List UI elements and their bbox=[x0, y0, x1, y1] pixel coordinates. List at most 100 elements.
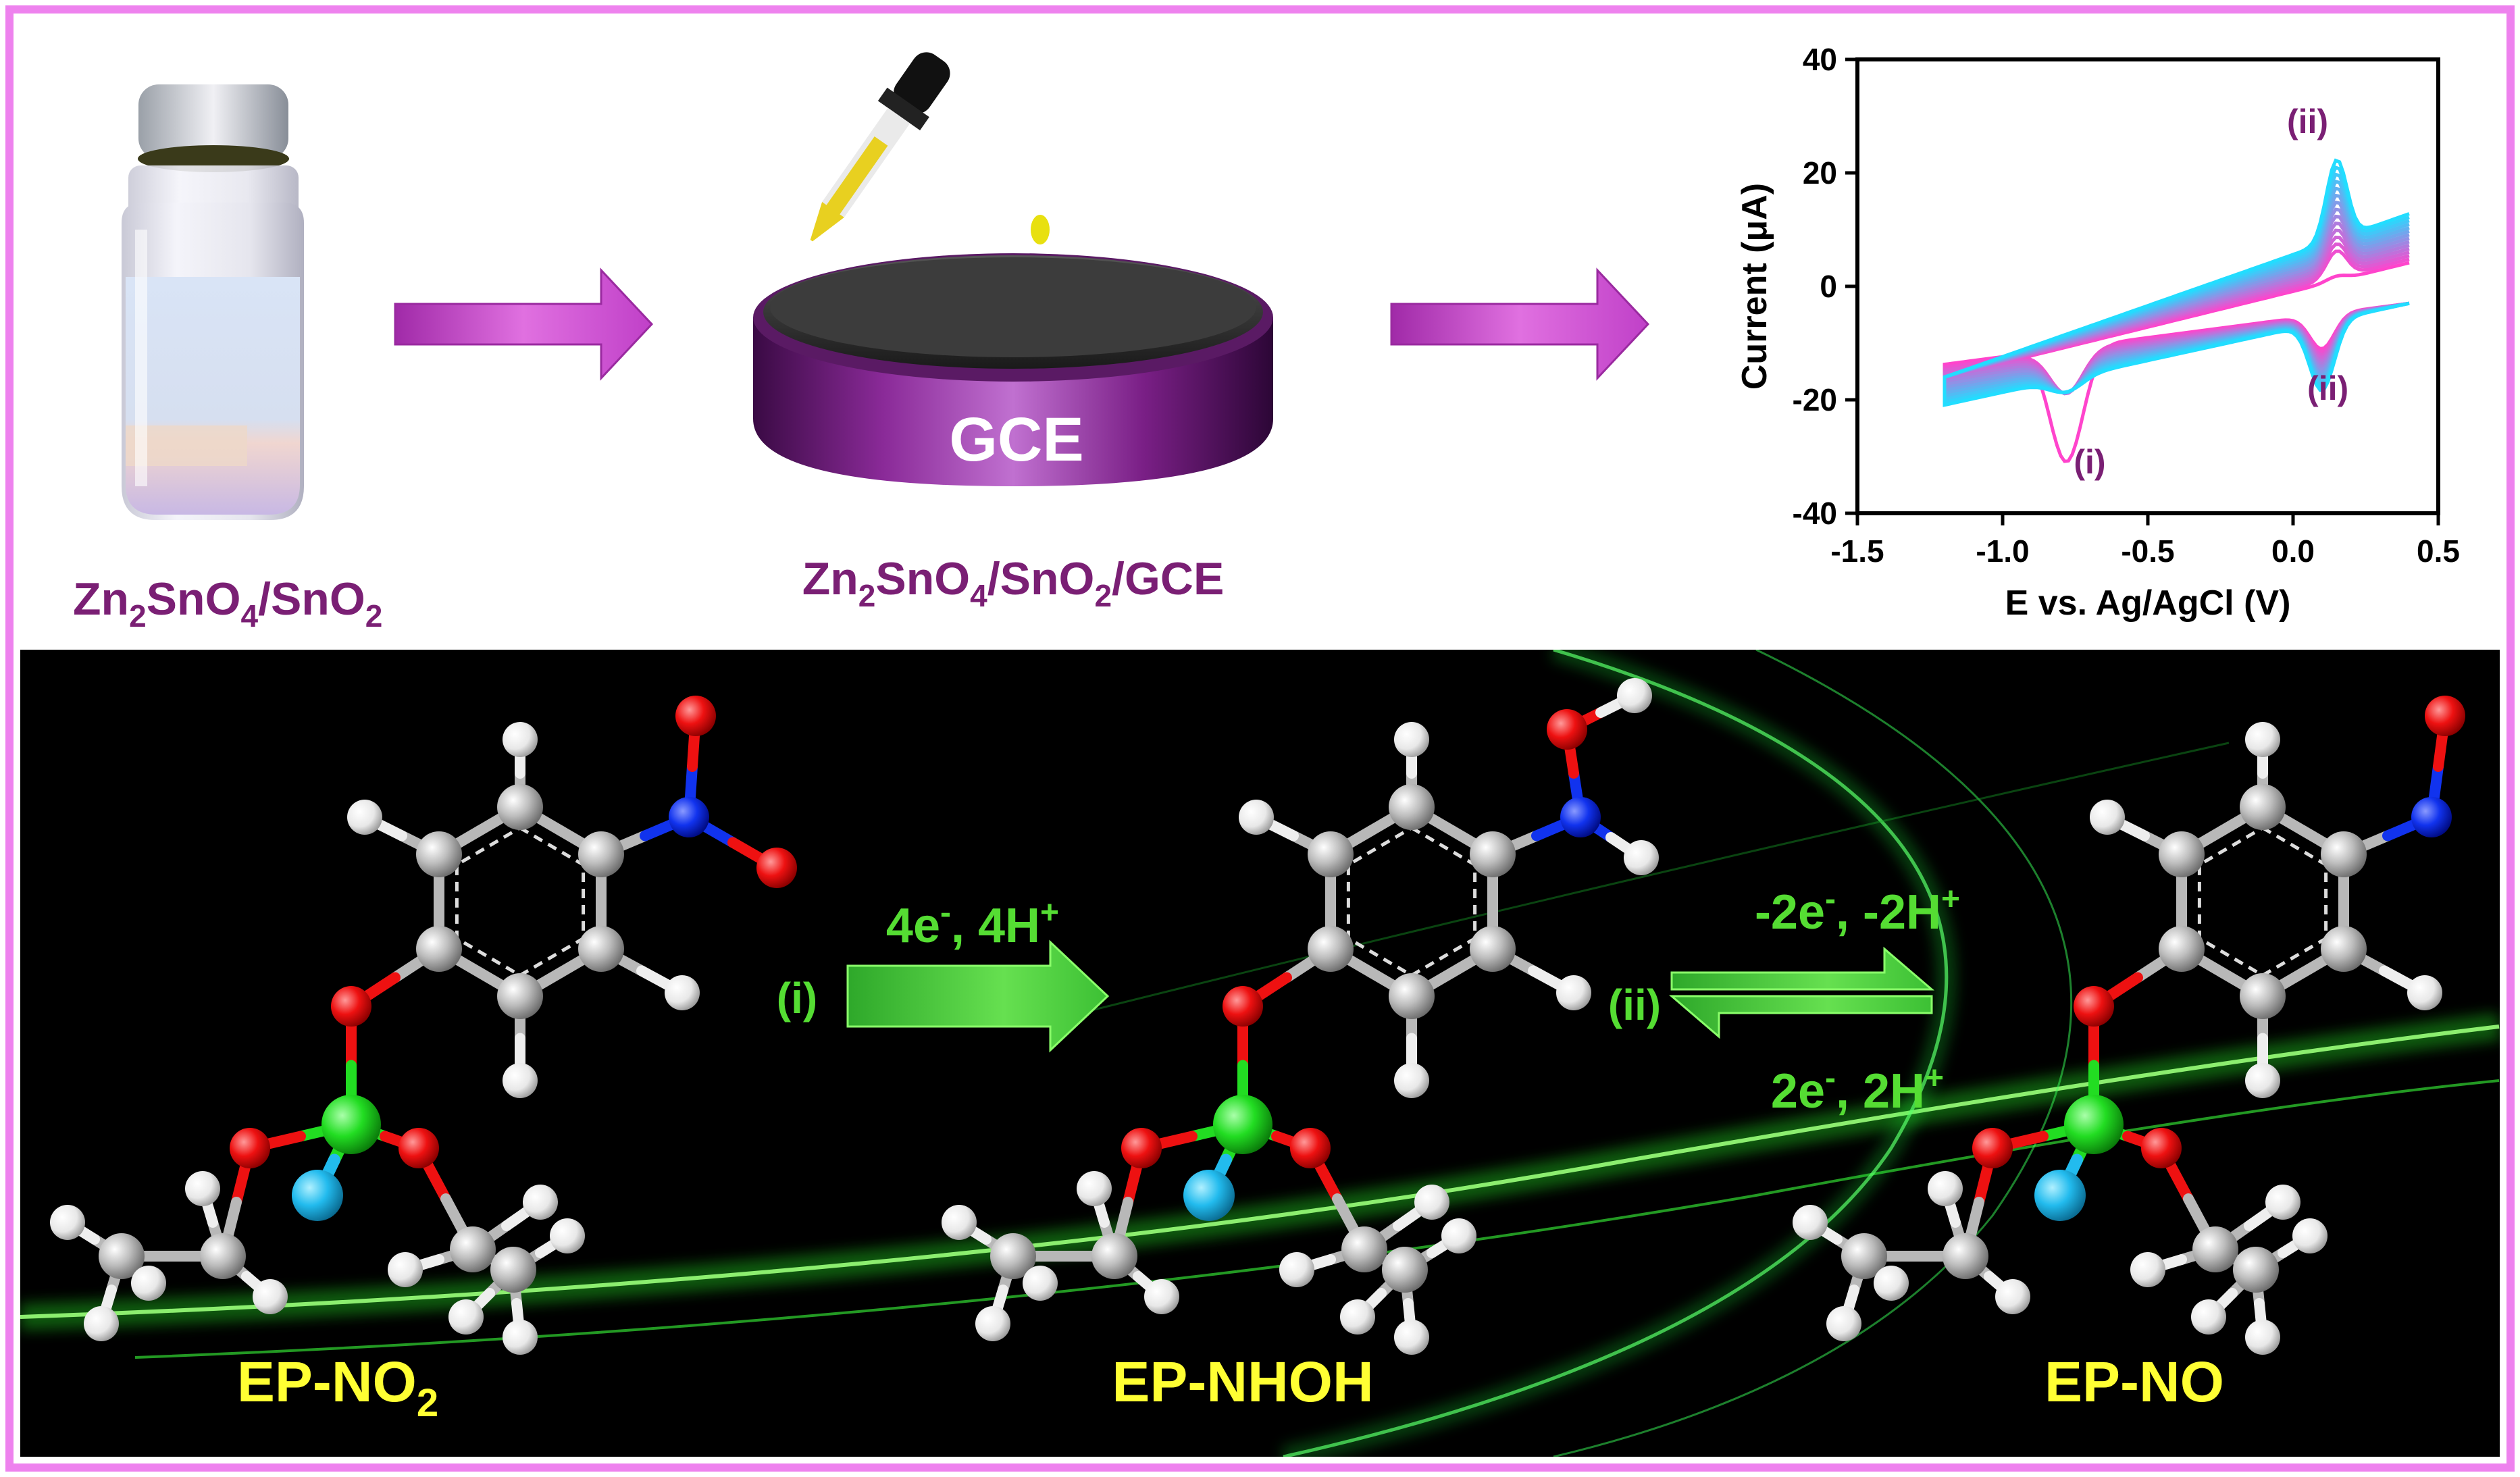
atom-hydrogen bbox=[253, 1279, 288, 1314]
atom-oxygen bbox=[1290, 1128, 1331, 1168]
chart-xlabel: E vs. Ag/AgCl (V) bbox=[2005, 584, 2291, 623]
atom-hydrogen bbox=[1077, 1171, 1112, 1206]
step2-reverse-text: 2e-, 2H+ bbox=[1771, 1060, 1944, 1118]
step2-reverse-arrow bbox=[1668, 995, 1933, 1039]
atom-carbon bbox=[2192, 1226, 2238, 1272]
atom-nitrogen bbox=[669, 797, 709, 837]
atom-oxygen bbox=[1121, 1128, 1162, 1168]
atom-hydrogen bbox=[2407, 975, 2442, 1010]
molecule-ep-nhoh bbox=[942, 678, 1659, 1355]
atom-hydrogen bbox=[185, 1171, 220, 1206]
chart-annotation: (ii) bbox=[2307, 369, 2348, 407]
molecule-label-1: EP-NO2 bbox=[237, 1350, 438, 1425]
atom-hydrogen bbox=[2245, 1320, 2280, 1355]
atom-hydrogen bbox=[503, 1063, 538, 1098]
atom-hydrogen bbox=[503, 722, 538, 757]
vial-label: Zn2SnO4/SnO2 bbox=[73, 573, 382, 633]
atom-oxygen bbox=[1972, 1128, 2013, 1168]
step2-label: (ii) bbox=[1608, 981, 1661, 1029]
step1-arrow bbox=[846, 939, 1110, 1053]
atom-hydrogen bbox=[942, 1205, 977, 1240]
atom-hydrogen bbox=[388, 1252, 423, 1287]
atom-hydrogen bbox=[1624, 840, 1659, 875]
atom-carbon bbox=[2240, 973, 2286, 1019]
atom-hydrogen bbox=[2090, 800, 2125, 835]
atom-hydrogen bbox=[975, 1306, 1010, 1341]
atom-hydrogen bbox=[1394, 722, 1429, 757]
atom-carbon bbox=[1308, 831, 1354, 877]
atom-carbon bbox=[497, 784, 543, 830]
molecule-ep-no2 bbox=[50, 696, 797, 1355]
atom-carbon bbox=[1470, 831, 1516, 877]
atom-carbon bbox=[1308, 926, 1354, 972]
atom-carbon bbox=[416, 926, 462, 972]
atom-oxygen bbox=[331, 986, 371, 1027]
atom-nitrogen bbox=[1560, 797, 1601, 837]
atom-hydrogen bbox=[1023, 1266, 1058, 1301]
molecule-label-3: EP-NO bbox=[2045, 1350, 2224, 1414]
atom-hydrogen bbox=[1239, 800, 1274, 835]
gce-text: GCE bbox=[949, 405, 1083, 474]
atom-carbon bbox=[200, 1233, 246, 1279]
chart-plot-area bbox=[1855, 57, 2440, 515]
atom-hydrogen bbox=[1793, 1205, 1828, 1240]
atom-hydrogen bbox=[131, 1266, 166, 1301]
chart-annotation: (i) bbox=[2074, 443, 2105, 481]
atom-carbon bbox=[2233, 1247, 2279, 1293]
atom-carbon bbox=[99, 1233, 145, 1279]
atom-hydrogen bbox=[1995, 1279, 2030, 1314]
atom-hydrogen bbox=[1340, 1299, 1375, 1335]
atom-hydrogen bbox=[2245, 1063, 2280, 1098]
atom-hydrogen bbox=[550, 1218, 585, 1253]
atom-hydrogen bbox=[503, 1320, 538, 1355]
atom-hydrogen bbox=[1556, 975, 1591, 1010]
chart-ylabel: Current (μA) bbox=[1735, 183, 1774, 390]
step1-text: 4e-, 4H+ bbox=[886, 895, 1059, 953]
atom-carbon bbox=[416, 831, 462, 877]
atom-carbon bbox=[1470, 926, 1516, 972]
atom-oxygen bbox=[2141, 1128, 2182, 1168]
step2-forward-text: -2e-, -2H+ bbox=[1755, 881, 1960, 939]
chart-xtick-label: -1.5 bbox=[1830, 534, 1884, 569]
atom-oxygen bbox=[2425, 696, 2465, 736]
chart-ytick-label: -40 bbox=[1793, 496, 1837, 531]
atom-oxygen bbox=[2074, 986, 2114, 1027]
atom-hydrogen bbox=[50, 1205, 85, 1240]
chart-series-scan bbox=[1943, 158, 2410, 407]
chart-xtick-label: 0.0 bbox=[2271, 534, 2315, 569]
chart-xtick-label: 0.5 bbox=[2417, 534, 2460, 569]
chart-ytick-label: 20 bbox=[1803, 155, 1837, 190]
atom-carbon bbox=[990, 1233, 1036, 1279]
process-arrow-2 bbox=[1390, 267, 1650, 381]
atom-hydrogen bbox=[2130, 1252, 2165, 1287]
atom-hydrogen bbox=[1414, 1185, 1449, 1220]
atom-hydrogen bbox=[1928, 1171, 1963, 1206]
bottom-panel: EP-NO2 EP-NHOH EP-NO (i) 4e-, 4H+ (ii) -… bbox=[20, 650, 2500, 1457]
atom-hydrogen bbox=[1394, 1063, 1429, 1098]
atom-carbon bbox=[2240, 784, 2286, 830]
atom-carbon bbox=[2159, 926, 2205, 972]
atom-phosphorus bbox=[1213, 1095, 1272, 1154]
chart-xtick-label: -0.5 bbox=[2121, 534, 2174, 569]
atom-carbon bbox=[490, 1247, 536, 1293]
atom-carbon bbox=[1389, 784, 1435, 830]
atom-hydrogen bbox=[1617, 678, 1652, 713]
step2-forward-arrow bbox=[1670, 946, 1935, 991]
atom-carbon bbox=[578, 831, 624, 877]
atom-hydrogen bbox=[1144, 1279, 1179, 1314]
atom-hydrogen bbox=[347, 800, 382, 835]
atom-oxygen bbox=[675, 696, 716, 736]
chart-ytick-label: -20 bbox=[1793, 382, 1837, 417]
bottom-background bbox=[20, 650, 2500, 1457]
molecule-ep-no bbox=[1793, 696, 2465, 1355]
atom-hydrogen bbox=[523, 1185, 558, 1220]
atom-phosphorus bbox=[2064, 1095, 2124, 1154]
atom-hydrogen bbox=[84, 1306, 119, 1341]
atom-carbon bbox=[2159, 831, 2205, 877]
process-arrow-1 bbox=[394, 267, 654, 381]
chart-ytick-label: 40 bbox=[1803, 42, 1837, 77]
green-swoosh-decoration bbox=[20, 650, 2500, 1457]
